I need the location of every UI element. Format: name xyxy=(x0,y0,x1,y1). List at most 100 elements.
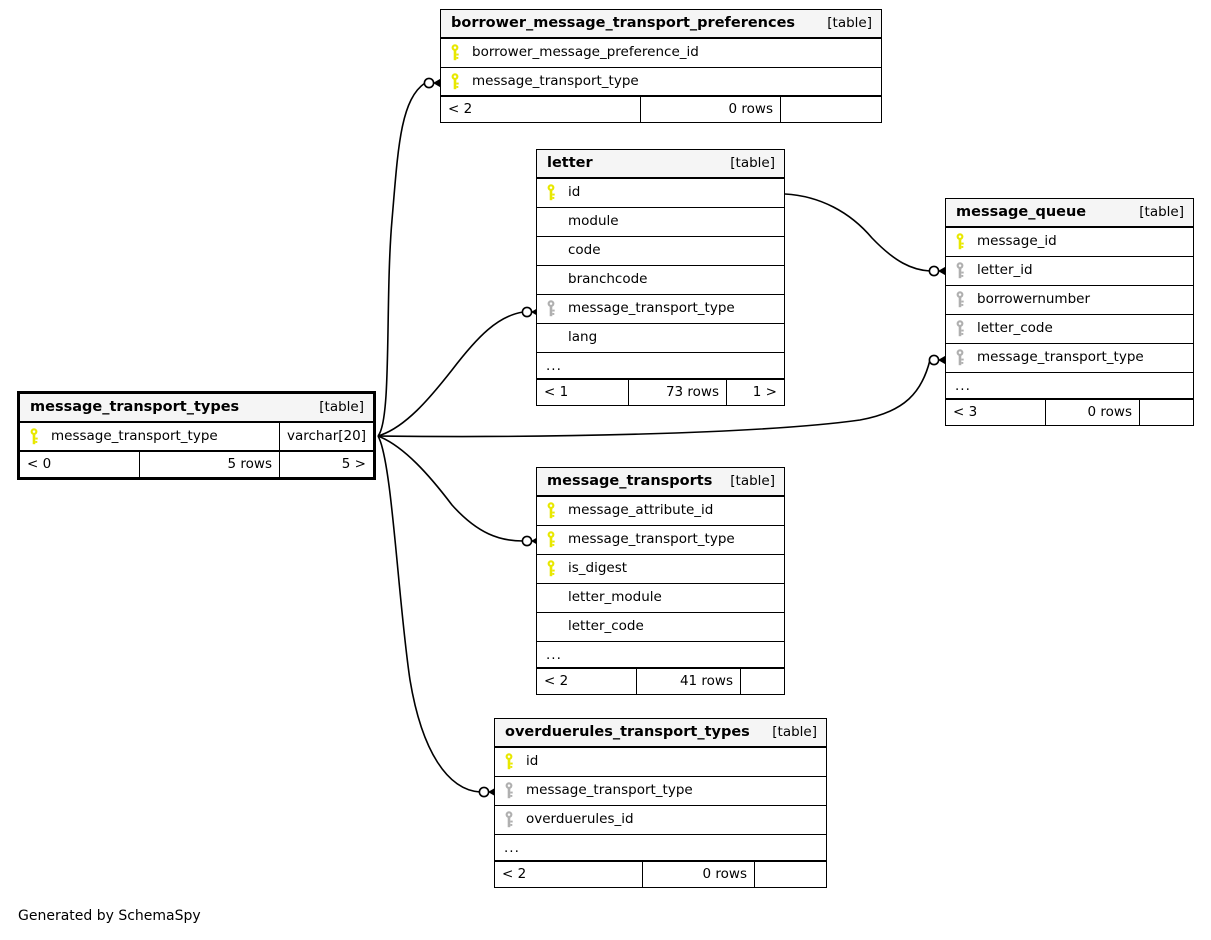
zero-or-more-circle xyxy=(521,306,533,318)
row-count[interactable]: 73 rows xyxy=(629,380,727,405)
primary-key-icon xyxy=(546,502,562,520)
parent-relations-count[interactable]: < 2 xyxy=(537,669,637,694)
table-column-row[interactable]: module xyxy=(537,208,784,237)
zero-or-more-circle xyxy=(928,265,940,277)
table-column-row[interactable]: branchcode xyxy=(537,266,784,295)
table-column-row[interactable]: borrower_message_preference_id xyxy=(441,39,881,68)
table-node-overduerules_transport_types[interactable]: overduerules_transport_types[table]id mes… xyxy=(494,718,827,888)
table-column-row[interactable]: lang xyxy=(537,324,784,353)
no-key-spacer xyxy=(546,618,562,636)
foreign-key-icon xyxy=(504,782,520,800)
table-column-row[interactable]: is_digest xyxy=(537,555,784,584)
foreign-key-icon xyxy=(504,811,520,829)
table-column-row[interactable]: message_transport_type xyxy=(537,526,784,555)
table-column-row[interactable]: message_attribute_id xyxy=(537,497,784,526)
table-column-row[interactable]: overduerules_id xyxy=(495,806,826,835)
table-node-message_transport_types[interactable]: message_transport_types[table]message_tr… xyxy=(17,391,376,480)
foreign-key-icon xyxy=(546,300,562,318)
table-title: overduerules_transport_types xyxy=(505,724,750,741)
table-column-row[interactable]: message_transport_type xyxy=(946,344,1193,373)
child-relations-count[interactable] xyxy=(741,669,784,694)
row-count[interactable]: 0 rows xyxy=(1046,400,1140,425)
child-relations-count[interactable]: 1 > xyxy=(752,383,777,400)
relationship-edge-mtt-to-bmtp xyxy=(377,82,426,437)
no-key-spacer xyxy=(546,242,562,260)
column-name: branchcode xyxy=(568,271,648,288)
child-relations-count[interactable] xyxy=(1140,400,1193,425)
row-count[interactable]: 0 rows xyxy=(643,862,755,887)
primary-key-icon xyxy=(546,531,562,549)
table-column-row[interactable]: letter_code xyxy=(946,315,1193,344)
table-kind-label: [table] xyxy=(1139,203,1184,220)
table-column-row[interactable]: borrowernumber xyxy=(946,286,1193,315)
parent-relations-count[interactable]: < 0 xyxy=(20,452,140,477)
table-column-row[interactable]: message_id xyxy=(946,228,1193,257)
column-name: message_transport_type xyxy=(51,427,218,444)
row-count[interactable]: 5 rows xyxy=(140,452,280,477)
table-column-row[interactable]: id xyxy=(495,748,826,777)
table-header-overduerules_transport_types: overduerules_transport_types[table] xyxy=(495,719,826,748)
table-title: message_transports xyxy=(547,473,713,490)
child-relations-count[interactable] xyxy=(755,862,826,887)
parent-relations-count[interactable]: < 2 xyxy=(495,862,643,887)
column-name: code xyxy=(568,242,601,259)
table-node-message_transports[interactable]: message_transports [table] message_attribu… xyxy=(536,467,785,695)
table-column-row[interactable]: message_transport_type xyxy=(537,295,784,324)
more-columns-ellipsis: ... xyxy=(946,373,1193,400)
column-name: letter_module xyxy=(568,589,662,606)
foreign-key-icon xyxy=(955,262,971,280)
primary-key-icon xyxy=(955,233,971,251)
table-column-row[interactable]: code xyxy=(537,237,784,266)
table-kind-label: [table] xyxy=(319,398,364,415)
column-name: message_attribute_id xyxy=(568,502,714,519)
table-column-row[interactable]: message_transport_type xyxy=(495,777,826,806)
table-column-row[interactable]: id xyxy=(537,179,784,208)
table-kind-label: [table] xyxy=(730,154,775,171)
column-name: lang xyxy=(568,329,598,346)
no-key-spacer xyxy=(546,213,562,231)
row-count[interactable]: 0 rows xyxy=(641,97,781,122)
parent-relations-count[interactable]: < 1 xyxy=(537,380,629,405)
table-column-row[interactable]: message_transport_type xyxy=(441,68,881,97)
primary-key-icon xyxy=(546,560,562,578)
zero-or-more-circle xyxy=(928,354,940,366)
zero-or-more-circle xyxy=(521,535,533,547)
primary-key-icon xyxy=(450,44,466,62)
table-column-row[interactable]: letter_id xyxy=(946,257,1193,286)
child-relations-count[interactable] xyxy=(781,97,881,122)
column-name: message_transport_type xyxy=(977,349,1144,366)
table-node-borrower_message_transport_preferences[interactable]: borrower_message_transport_preferences[t… xyxy=(440,9,882,123)
column-name: id xyxy=(526,753,539,770)
table-header-message_queue: message_queue [table] xyxy=(946,199,1193,228)
no-key-spacer xyxy=(546,329,562,347)
table-title: message_queue xyxy=(956,204,1087,221)
foreign-key-icon xyxy=(955,349,971,367)
table-title: borrower_message_transport_preferences xyxy=(451,15,796,32)
column-name: borrowernumber xyxy=(977,291,1091,308)
relationship-edge-mtt-to-letter xyxy=(377,311,524,437)
table-columns: message_attribute_id message_transport_ty… xyxy=(537,497,784,669)
parent-relations-count[interactable]: < 2 xyxy=(441,97,641,122)
column-name: overduerules_id xyxy=(526,811,634,828)
table-kind-label: [table] xyxy=(730,472,775,489)
row-count[interactable]: 41 rows xyxy=(637,669,741,694)
parent-relations-count[interactable]: < 3 xyxy=(946,400,1046,425)
relationship-edge-letter-to-message-queue xyxy=(784,193,931,272)
column-name: message_transport_type xyxy=(568,300,735,317)
table-column-row[interactable]: letter_module xyxy=(537,584,784,613)
child-relations-count[interactable]: 5 > xyxy=(341,455,366,472)
column-name: id xyxy=(568,184,581,201)
primary-key-icon xyxy=(450,72,466,91)
table-column-row[interactable]: letter_code xyxy=(537,613,784,642)
